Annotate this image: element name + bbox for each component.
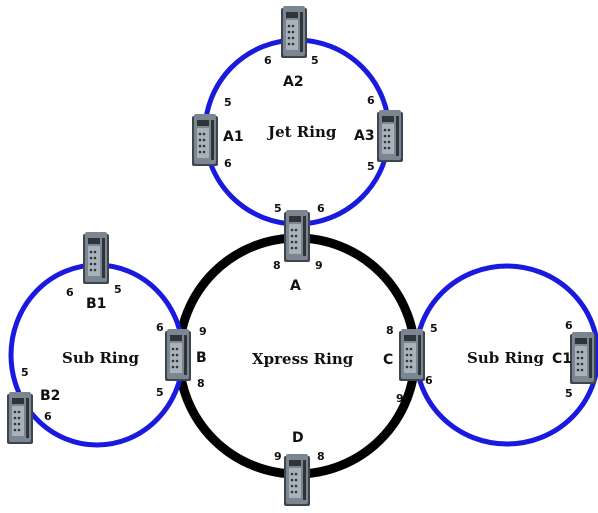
switch-a2-label: A2	[283, 74, 304, 90]
switch-b2-port-6: 6	[44, 410, 52, 423]
switch-b-port-9: 9	[199, 325, 207, 338]
switch-b-port-6: 6	[156, 321, 164, 334]
switch-c-port-5: 5	[430, 322, 438, 335]
switch-b: B 6 9 5 8	[156, 321, 207, 399]
switch-c1-port-6: 6	[565, 319, 573, 332]
switch-a3-port-5: 5	[367, 160, 375, 173]
switch-a3-icon	[377, 110, 403, 162]
switch-a-port-9: 9	[315, 259, 323, 272]
sub-ring-right-label: Sub Ring	[467, 349, 545, 367]
switch-b2-port-5: 5	[21, 366, 29, 379]
switch-a2-port-6: 6	[264, 54, 272, 67]
switch-a-port-6: 6	[317, 202, 325, 215]
switch-b1-icon	[83, 232, 109, 284]
switch-a3-port-6: 6	[367, 94, 375, 107]
switch-d: D 9 8	[274, 430, 325, 506]
switch-b2-icon	[7, 392, 33, 444]
switch-c-port-9: 9	[396, 392, 404, 405]
switch-c-label: C	[383, 352, 393, 368]
switch-c1: C1 6 5	[552, 319, 596, 400]
switch-d-icon	[284, 454, 310, 506]
switch-c1-label: C1	[552, 351, 572, 367]
switch-c-icon	[399, 329, 425, 381]
switch-a2-icon	[281, 6, 307, 58]
switch-a-port-8: 8	[273, 259, 281, 272]
switch-a1-port-5: 5	[224, 96, 232, 109]
sub-ring-left-label: Sub Ring	[62, 349, 140, 367]
switch-a-icon	[284, 210, 310, 262]
switch-b-port-8: 8	[197, 377, 205, 390]
switch-a1-port-6: 6	[224, 157, 232, 170]
switch-c: C 8 5 9 6	[383, 322, 438, 405]
switch-a2-port-5: 5	[311, 54, 319, 67]
switch-b-label: B	[196, 350, 207, 366]
switch-d-label: D	[292, 430, 304, 446]
switch-a2: A2 6 5	[264, 6, 319, 90]
switch-a1-label: A1	[223, 129, 244, 145]
switch-a1-icon	[192, 114, 218, 166]
switch-d-port-8: 8	[317, 450, 325, 463]
jet-ring-label: Jet Ring	[266, 123, 337, 141]
switch-a-label: A	[290, 278, 301, 294]
switch-a3-label: A3	[354, 128, 375, 144]
switch-a: A 5 6 8 9	[273, 202, 325, 294]
switch-b1-port-5: 5	[114, 283, 122, 296]
xpress-ring-label: Xpress Ring	[252, 350, 354, 368]
switch-c1-icon	[570, 332, 596, 384]
switch-c1-port-5: 5	[565, 387, 573, 400]
switch-a3: A3 6 5	[354, 94, 403, 173]
switch-b1-port-6: 6	[66, 286, 74, 299]
switch-a-port-5: 5	[274, 202, 282, 215]
switch-c-port-6: 6	[425, 374, 433, 387]
switch-b2: B2 5 6	[7, 366, 60, 444]
switch-b-icon	[165, 329, 191, 381]
switch-b2-label: B2	[40, 388, 60, 404]
switch-a1: A1 5 6	[192, 96, 244, 170]
switch-d-port-9: 9	[274, 450, 282, 463]
switch-b1-label: B1	[86, 296, 106, 312]
switch-c-port-8: 8	[386, 324, 394, 337]
switch-b1: B1 6 5	[66, 232, 122, 312]
switch-b-port-5: 5	[156, 386, 164, 399]
